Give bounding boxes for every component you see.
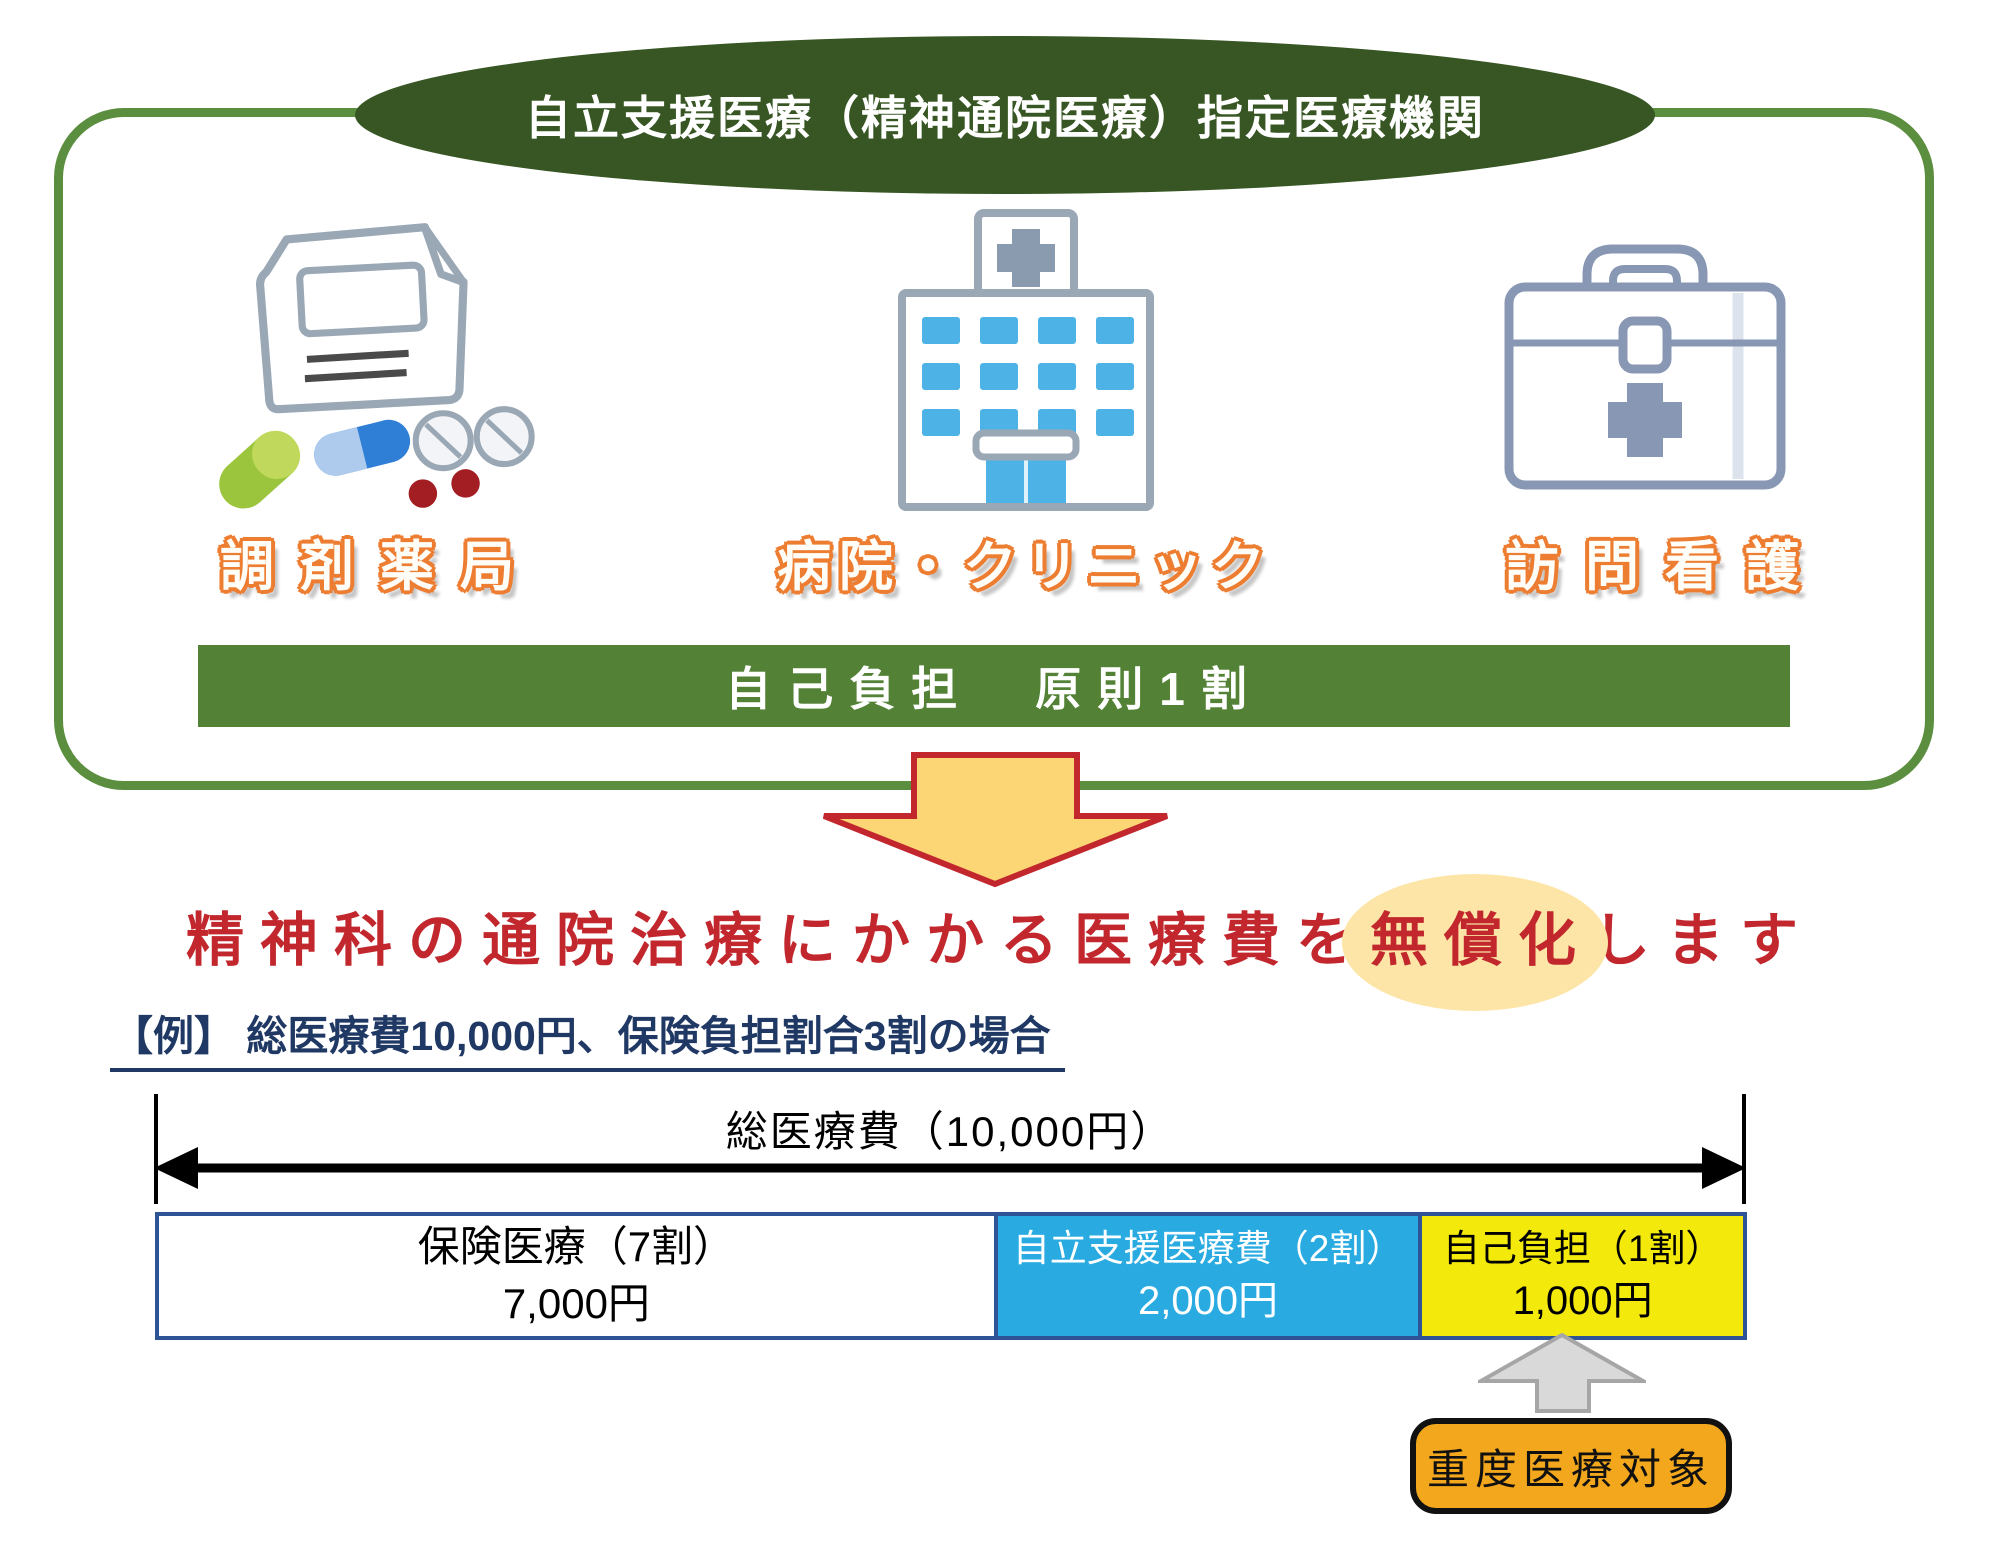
headline-suffix: します (1592, 908, 1815, 973)
pharmacy-bag-icon (205, 215, 535, 520)
total-cost-measure-arrow (154, 1094, 1746, 1204)
down-arrow-icon (822, 752, 1169, 888)
title-badge: 自立支援医療（精神通院医療）指定医療機関 (355, 36, 1655, 194)
pharmacy-bag-graphic (219, 223, 535, 509)
hospital-icon (880, 205, 1170, 515)
title-text: 自立支援医療（精神通院医療）指定医療機関 (525, 92, 1485, 144)
headline: 精神科の通院治療にかかる医療費を無償化します (0, 893, 2000, 977)
hospital-graphic (898, 209, 1154, 511)
headline-prefix: 精神科の通院治療にかかる医療費を (185, 908, 1370, 973)
first-aid-kit-icon (1495, 235, 1795, 500)
segment-support-medical: 自立支援医療費（2割） 2,000円 (993, 1216, 1419, 1336)
copay-banner-text: 自己負担 原則1割 (725, 663, 1263, 715)
segment-copay-label: 自己負担（1割） (1442, 1228, 1723, 1270)
segment-copay-amount: 1,000円 (1512, 1278, 1653, 1323)
segment-support-medical-amount: 2,000円 (1137, 1278, 1279, 1323)
headline-highlight: 無償化 (1369, 908, 1592, 973)
segment-copay: 自己負担（1割） 1,000円 (1418, 1216, 1743, 1336)
cost-breakdown-bar: 保険医療（7割） 7,000円 自立支援医療費（2割） 2,000円 自己負担（… (155, 1212, 1747, 1340)
segment-insurance-amount: 7,000円 (502, 1280, 650, 1327)
severe-medical-target-label: 重度医療対象 (1410, 1418, 1732, 1514)
total-cost-label: 総医療費（10,000円） (725, 1108, 1175, 1155)
example-heading: 【例】 総医療費10,000円、保険負担割合3割の場合 (110, 1002, 1065, 1072)
up-arrow-icon (1478, 1333, 1646, 1413)
facility-label-hospital-clinic: 病院・クリニック (777, 537, 1273, 597)
first-aid-kit-graphic (1504, 244, 1786, 490)
copay-banner: 自己負担 原則1割 (198, 645, 1790, 727)
segment-insurance-label: 保険医療（7割） (417, 1223, 736, 1271)
segment-support-medical-label: 自立支援医療費（2割） (1012, 1228, 1404, 1270)
segment-insurance: 保険医療（7割） 7,000円 (159, 1216, 994, 1336)
facility-label-visiting-nursing: 訪問看護 (1505, 537, 1825, 597)
facility-label-pharmacy: 調剤薬局 (220, 537, 540, 597)
